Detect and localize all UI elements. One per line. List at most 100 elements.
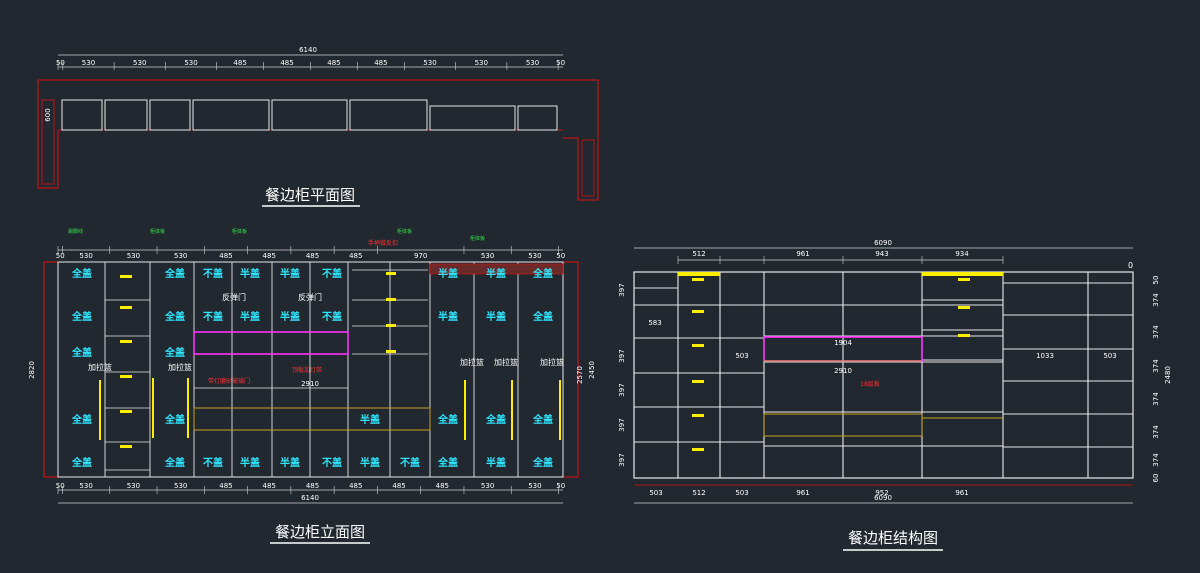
door-label: 全盖 (164, 456, 185, 469)
door-label: 全盖 (71, 456, 92, 469)
door-label: 全盖 (164, 267, 185, 280)
door-label: 全盖 (532, 456, 553, 469)
pull-label: 加拉篮 (88, 362, 112, 372)
plan-seg-dim: 485 (280, 59, 293, 67)
elevation-bottom-seg: 485 (306, 482, 319, 490)
structure-grid (634, 272, 1133, 478)
elevation-top-seg: 485 (349, 252, 362, 260)
door-label: 半盖 (486, 310, 506, 323)
plan-seg-dim: 530 (475, 59, 488, 67)
structure-center-label: 18层板 (860, 380, 880, 388)
elevation-top-seg: 50 (56, 252, 65, 260)
drawer-handle (386, 298, 396, 301)
structure-left-seg: 397 (618, 383, 626, 396)
structure-503-b: 503 (1103, 352, 1116, 360)
door-label: 半盖 (240, 310, 260, 323)
plan-seg-dim: 530 (133, 59, 146, 67)
structure-handle (692, 278, 704, 281)
drawer-handle (120, 275, 132, 278)
elevation-bottom-seg: 530 (528, 482, 541, 490)
drawer-handle (120, 445, 132, 448)
door-label: 全盖 (71, 267, 92, 280)
structure-top-seg: 512 (692, 250, 705, 258)
plan-seg-dim: 530 (82, 59, 95, 67)
door-label: 不盖 (322, 267, 342, 280)
door-label: 不盖 (203, 310, 223, 323)
elevation-top-seg: 530 (127, 252, 140, 260)
elevation-height-dim: 2820 (28, 361, 36, 379)
plan-seg-dim: 50 (56, 59, 65, 67)
plan-cabinet-box (192, 99, 270, 131)
structure-handle (692, 344, 704, 347)
elevation-top-seg: 970 (414, 252, 427, 260)
door-label: 全盖 (532, 413, 553, 426)
structure-height-seg: 374 (1152, 453, 1160, 467)
door-label: 全盖 (437, 413, 458, 426)
drawer-handle (386, 350, 396, 353)
structure-bottom-seg: 961 (955, 489, 968, 497)
elevation-total-dim: 6140 (301, 494, 319, 502)
pull-label: 加拉篮 (540, 357, 564, 367)
door-label: 不盖 (322, 456, 342, 469)
door-label: 不盖 (203, 456, 223, 469)
elevation-bottom-seg: 50 (556, 482, 565, 490)
structure-handle (958, 306, 970, 309)
plan-seg-dim: 485 (233, 59, 246, 67)
door-label: 全盖 (164, 310, 185, 323)
plan-seg-dim: 530 (526, 59, 539, 67)
elevation-bottom-seg: 530 (481, 482, 494, 490)
pull-label: 加拉篮 (494, 357, 518, 367)
structure-left-seg: 397 (618, 418, 626, 431)
structure-height-seg: 374 (1152, 359, 1160, 373)
door-label: 全盖 (532, 267, 553, 280)
elevation-top-seg: 530 (528, 252, 541, 260)
drawer-handle (120, 375, 132, 378)
drawer-handle (120, 410, 132, 413)
elevation-bottom-seg: 530 (174, 482, 187, 490)
structure-1033: 1033 (1036, 352, 1054, 360)
door-label: 半盖 (240, 456, 260, 469)
door-label: 全盖 (71, 346, 92, 359)
door-label: 半盖 (280, 267, 300, 280)
elevation-bottom-seg: 530 (127, 482, 140, 490)
structure-bottom-seg: 503 (735, 489, 748, 497)
structure-height-seg: 374 (1152, 325, 1160, 339)
door-label: 半盖 (486, 456, 506, 469)
structure-top-seg: 961 (796, 250, 809, 258)
structure-bottom-total: 6090 (874, 494, 892, 502)
elevation-green-note-4: 柜体板 (470, 235, 485, 242)
structure-handle (692, 448, 704, 451)
structure-height-seg: 374 (1152, 392, 1160, 406)
elevation-top-seg: 530 (481, 252, 494, 260)
door-label: 半盖 (360, 456, 380, 469)
structure-handle (692, 380, 704, 383)
door-label: 半盖 (240, 267, 260, 280)
structure-top-seg: 934 (955, 250, 969, 258)
door-label: 不盖 (322, 310, 342, 323)
door-label: 不盖 (203, 267, 223, 280)
elevation-top-seg: 485 (306, 252, 319, 260)
elevation-green-note-1: 柜体板 (150, 228, 165, 235)
door-label: 全盖 (71, 413, 92, 426)
elevation-bottom-seg: 485 (219, 482, 232, 490)
structure-left-seg: 397 (618, 453, 626, 466)
structure-bottom-seg: 961 (796, 489, 809, 497)
elevation-red-note-0: 手柄做反扣 (368, 239, 398, 247)
elevation-2910-dim: 2910 (301, 380, 319, 388)
door-label: 半盖 (280, 310, 300, 323)
elevation-green-note-0: 踢脚线 (68, 228, 83, 235)
door-label: 半盖 (438, 267, 458, 280)
door-label: 半盖 (360, 413, 380, 426)
plan-seg-dim: 50 (556, 59, 565, 67)
door-label: 全盖 (532, 310, 553, 323)
door-label: 全盖 (485, 413, 506, 426)
side-label: 反弹门 (222, 292, 246, 302)
door-label: 半盖 (486, 267, 506, 280)
